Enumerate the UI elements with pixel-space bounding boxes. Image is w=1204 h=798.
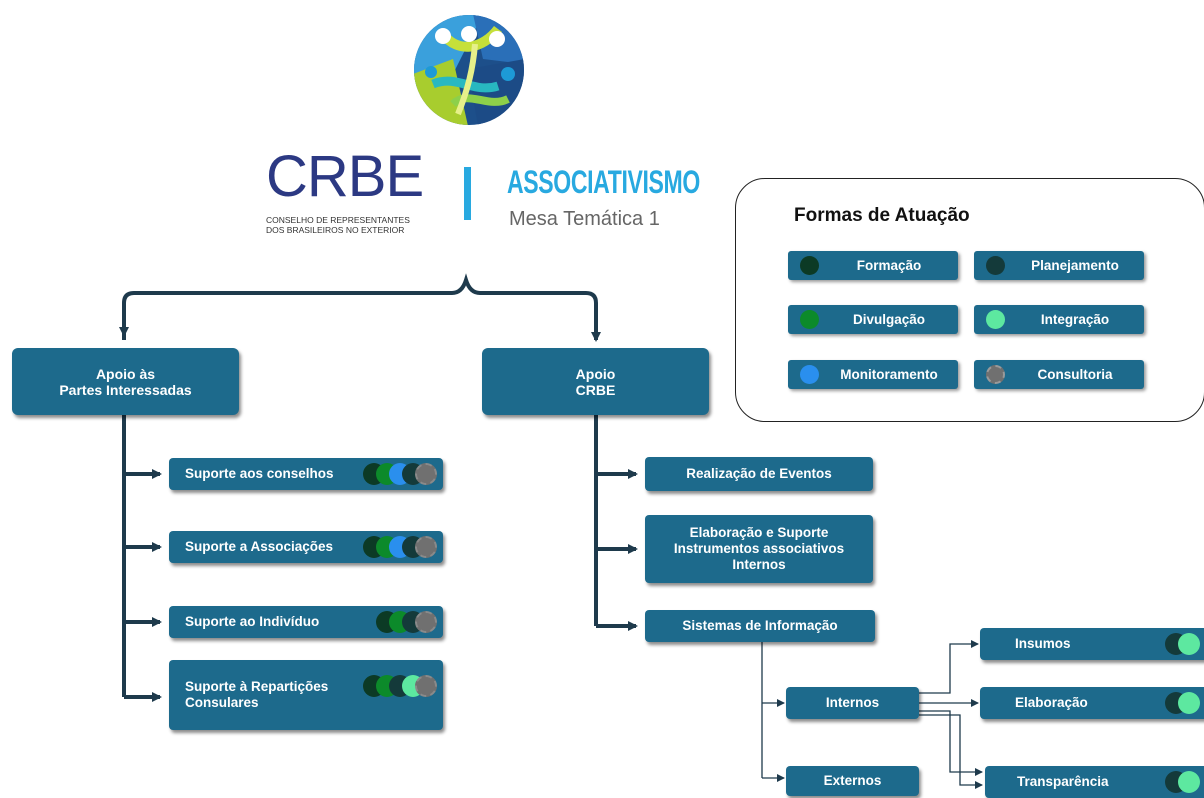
- divulgacao-dot-icon: [800, 310, 819, 329]
- item-insumos-label: Insumos: [1015, 636, 1071, 651]
- legend-item-integracao: Integração: [974, 305, 1144, 334]
- item-elaboracao-suporte[interactable]: Elaboração e Suporte Instrumentos associ…: [645, 515, 873, 583]
- legend-label-monitoramento: Monitoramento: [840, 367, 938, 382]
- legend-label-planejamento: Planejamento: [1031, 258, 1119, 273]
- root-right-line1: Apoio: [575, 365, 616, 382]
- item-suporte-individuo-label: Suporte ao Indivíduo: [185, 614, 320, 629]
- item-elaboracao[interactable]: Elaboração: [980, 687, 1204, 719]
- root-apoio-crbe[interactable]: Apoio CRBE: [482, 348, 709, 415]
- forms-indicator: [376, 611, 437, 633]
- item-elaboracao-line2: Instrumentos associativos: [673, 541, 845, 556]
- item-suporte-reparticoes-line2: Consulares: [185, 695, 259, 710]
- root-right-line2: CRBE: [575, 381, 616, 398]
- item-sistemas-informacao[interactable]: Sistemas de Informação: [645, 610, 875, 642]
- item-elaboracao-label: Elaboração: [1015, 695, 1088, 710]
- legend-item-planejamento: Planejamento: [974, 251, 1144, 280]
- legend-label-consultoria: Consultoria: [1037, 367, 1113, 382]
- forms-indicator: [1165, 633, 1200, 655]
- planejamento-dot-icon: [986, 256, 1005, 275]
- item-suporte-conselhos-label: Suporte aos conselhos: [185, 466, 334, 481]
- legend-label-integracao: Integração: [1040, 312, 1110, 327]
- legend-item-consultoria: Consultoria: [974, 360, 1144, 389]
- header-divider: [464, 167, 471, 220]
- root-apoio-partes-interessadas[interactable]: Apoio às Partes Interessadas: [12, 348, 239, 415]
- legend-label-divulgacao: Divulgação: [852, 312, 926, 327]
- item-suporte-reparticoes[interactable]: Suporte à Repartições Consulares: [169, 660, 443, 730]
- root-left-line1: Apoio às: [95, 365, 156, 382]
- item-realizacao-eventos[interactable]: Realização de Eventos: [645, 457, 873, 491]
- monitoramento-dot-icon: [800, 365, 819, 384]
- item-suporte-reparticoes-label: Suporte à Repartições Consulares: [185, 679, 328, 711]
- right-tree-lines: [594, 415, 638, 631]
- left-tree-lines: [122, 415, 162, 702]
- mesa-label: Mesa Temática 1: [509, 208, 660, 230]
- integracao-dot-icon: [1178, 692, 1200, 714]
- root-left-line2: Partes Interessadas: [59, 381, 192, 398]
- legend-panel: Formas de Atuação Formação Planejamento …: [735, 178, 1204, 422]
- item-insumos[interactable]: Insumos: [980, 628, 1204, 660]
- item-sistemas-informacao-label: Sistemas de Informação: [682, 618, 838, 633]
- item-suporte-associacoes-label: Suporte a Associações: [185, 539, 334, 554]
- crbe-subtitle-line1: CONSELHO DE REPRESENTANTES: [266, 215, 410, 225]
- item-elaboracao-line3: Internos: [732, 557, 786, 572]
- item-transparencia-label: Transparência: [1017, 774, 1109, 789]
- crbe-subtitle-line2: DOS BRASILEIROS NO EXTERIOR: [266, 225, 405, 235]
- legend-label-formacao: Formação: [856, 258, 922, 273]
- item-suporte-associacoes[interactable]: Suporte a Associações: [169, 531, 443, 563]
- theme-title: ASSOCIATIVISMO: [507, 164, 700, 200]
- consultoria-dot-icon: [415, 536, 437, 558]
- forms-indicator: [363, 675, 437, 697]
- sistemas-tree-lines: [761, 640, 983, 789]
- item-externos-label: Externos: [823, 773, 882, 788]
- item-suporte-reparticoes-line1: Suporte à Repartições: [185, 679, 329, 694]
- item-elaboracao-line1: Elaboração e Suporte: [689, 525, 829, 540]
- formacao-dot-icon: [800, 256, 819, 275]
- forms-indicator: [363, 463, 437, 485]
- item-externos[interactable]: Externos: [786, 766, 919, 796]
- item-internos[interactable]: Internos: [786, 687, 919, 719]
- crbe-title: CRBE: [266, 144, 424, 209]
- integracao-dot-icon: [1178, 633, 1200, 655]
- item-transparencia[interactable]: Transparência: [985, 766, 1204, 798]
- brace-connector: [122, 273, 601, 342]
- item-suporte-conselhos[interactable]: Suporte aos conselhos: [169, 458, 443, 490]
- integracao-dot-icon: [986, 310, 1005, 329]
- consultoria-dot-icon: [986, 365, 1005, 384]
- item-realizacao-eventos-label: Realização de Eventos: [686, 466, 832, 481]
- legend-title: Formas de Atuação: [794, 205, 970, 226]
- forms-indicator: [1165, 692, 1200, 714]
- consultoria-dot-icon: [415, 675, 437, 697]
- consultoria-dot-icon: [415, 463, 437, 485]
- legend-item-formacao: Formação: [788, 251, 958, 280]
- crbe-subtitle: CONSELHO DE REPRESENTANTES DOS BRASILEIR…: [266, 215, 410, 235]
- legend-item-monitoramento: Monitoramento: [788, 360, 958, 389]
- forms-indicator: [363, 536, 437, 558]
- circular-people-logo-icon: [414, 15, 524, 125]
- integracao-dot-icon: [1178, 771, 1200, 793]
- item-suporte-individuo[interactable]: Suporte ao Indivíduo: [169, 606, 443, 638]
- legend-item-divulgacao: Divulgação: [788, 305, 958, 334]
- consultoria-dot-icon: [415, 611, 437, 633]
- forms-indicator: [1165, 771, 1200, 793]
- item-internos-label: Internos: [825, 695, 880, 710]
